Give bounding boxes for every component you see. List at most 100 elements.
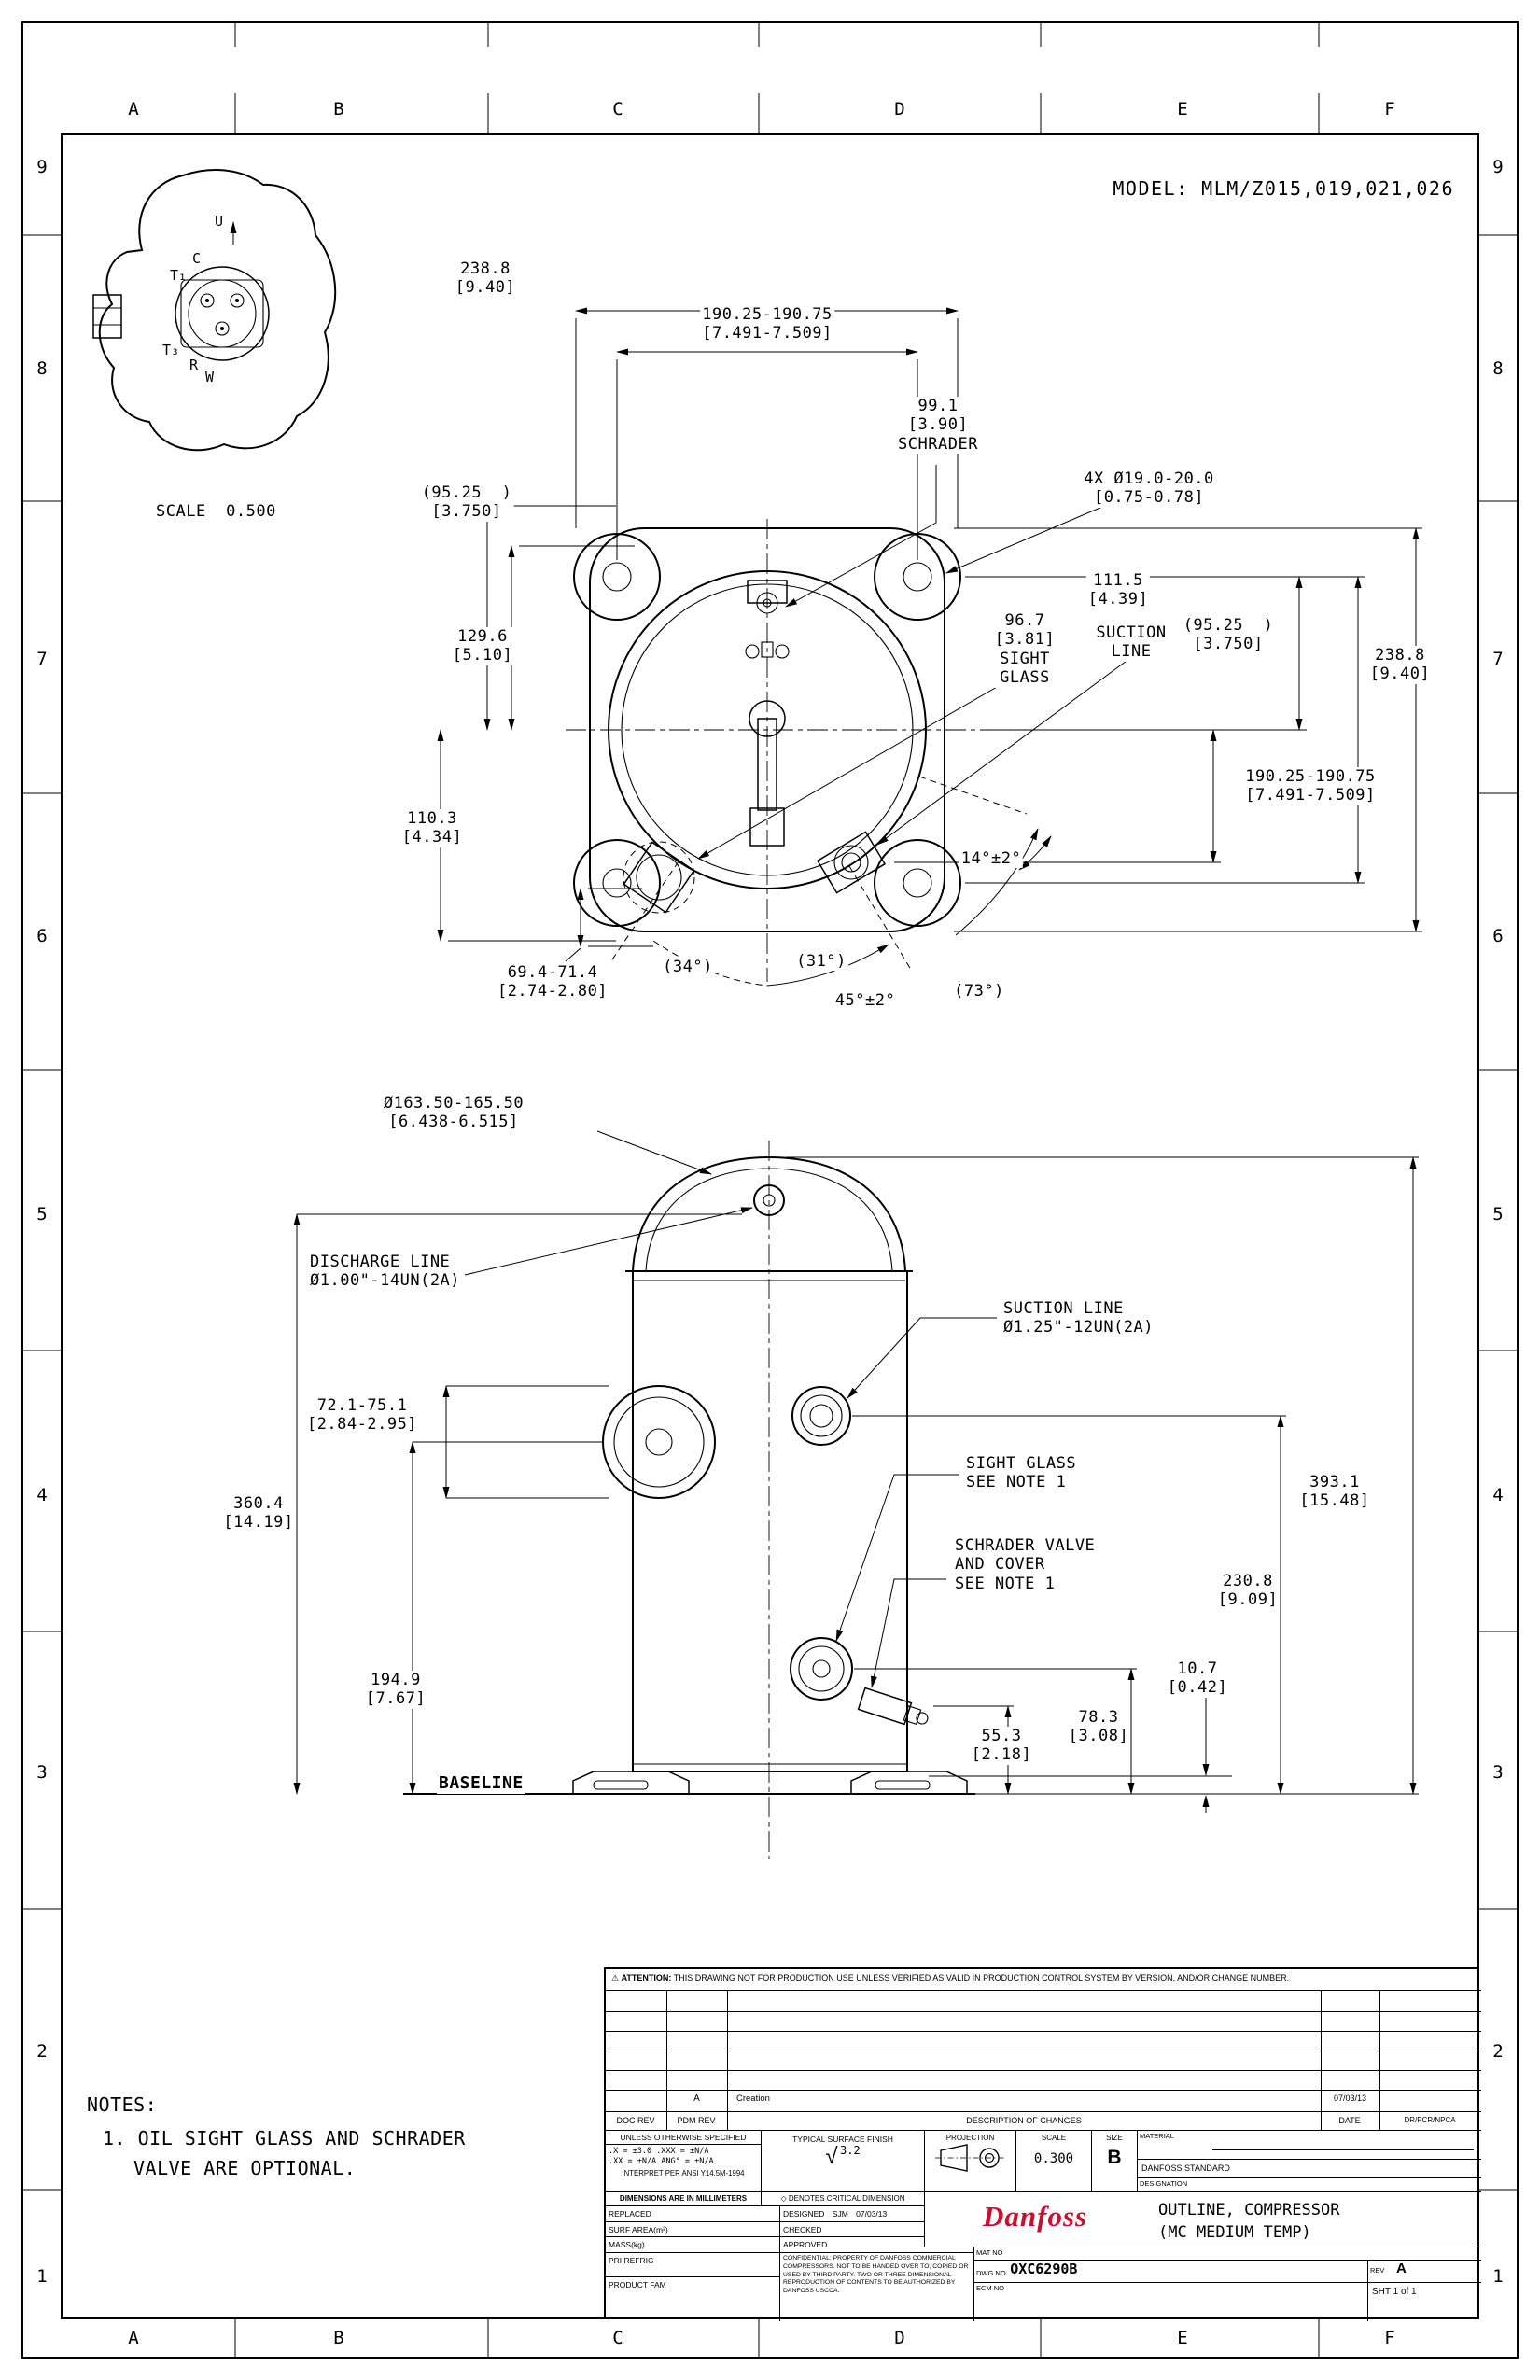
ecm-no-cell: ECM NO bbox=[973, 2282, 1367, 2321]
replaced-cell: REPLACED bbox=[606, 2205, 779, 2221]
critical-dimension-icon: ◇ bbox=[780, 2194, 787, 2203]
revision-letter: A bbox=[693, 2093, 700, 2104]
grid-row-label: 8 bbox=[36, 358, 48, 379]
grid-col-label: D bbox=[894, 99, 905, 119]
dim-angle-73: (73°) bbox=[952, 982, 1006, 1001]
grid-col-label: D bbox=[894, 2328, 905, 2348]
confidential-cell: CONFIDENTIAL: PROPERTY OF DANFOSS COMMER… bbox=[779, 2252, 973, 2321]
surface-finish-label: TYPICAL SURFACE FINISH bbox=[792, 2135, 893, 2144]
grid-col-label: C bbox=[612, 99, 623, 119]
grid-col-label: A bbox=[128, 2328, 139, 2348]
mat-no-cell: MAT NO bbox=[973, 2247, 1481, 2260]
grid-row-label: 1 bbox=[36, 2266, 48, 2287]
attention-bar: ⚠ ATTENTION: THIS DRAWING NOT FOR PRODUC… bbox=[606, 1969, 1481, 1991]
terminal-label-t3: T₃ bbox=[162, 342, 180, 358]
grid-row-label: 7 bbox=[36, 649, 48, 669]
tolerance-line-2: .XX = ±N/A ANG° = ±N/A bbox=[609, 2157, 714, 2166]
unless-otherwise: UNLESS OTHERWISE SPECIFIED bbox=[606, 2131, 761, 2145]
critical-dimension-cell: ◇ DENOTES CRITICAL DIMENSION bbox=[761, 2191, 924, 2205]
terminal-label-c: C bbox=[192, 250, 202, 267]
surface-finish-value: 3.2 bbox=[840, 2144, 861, 2157]
grid-row-label: 5 bbox=[36, 1204, 48, 1225]
tolerance-line-1: .X = ±3.0 .XXX = ±N/A bbox=[609, 2147, 709, 2156]
dim-angle-45: 45°±2° bbox=[833, 991, 898, 1011]
grid-col-label: C bbox=[612, 2328, 623, 2348]
dim-left-9525: (95.25 )[3.750] bbox=[419, 483, 514, 522]
dimensions-mm-cell: DIMENSIONS ARE IN MILLIMETERS bbox=[606, 2191, 761, 2205]
dim-height-553: 55.3[2.18] bbox=[969, 1727, 1034, 1765]
dim-right-1115: 111.5[4.39] bbox=[1085, 571, 1151, 609]
dim-mounting-holes: 4X Ø19.0-20.0[0.75-0.78] bbox=[1082, 469, 1216, 508]
grid-row-label: 6 bbox=[36, 926, 48, 946]
divider bbox=[606, 2090, 1481, 2091]
model-title: MODEL: MLM/Z015,019,021,026 bbox=[1113, 177, 1454, 200]
attention-label: ATTENTION: bbox=[621, 1973, 672, 1982]
projection-cell: PROJECTION bbox=[924, 2131, 1015, 2191]
grid-col-label: A bbox=[128, 99, 139, 119]
terminal-label-t1: T₁ bbox=[170, 267, 188, 284]
top-view-drawing bbox=[437, 307, 1422, 987]
doc-rev-header: DOC REV bbox=[616, 2116, 655, 2125]
dim-angle-14: 14°±2° bbox=[959, 849, 1024, 869]
dim-right-9525: (95.25 )[3.750] bbox=[1181, 616, 1276, 654]
checked-cell: CHECKED bbox=[779, 2221, 924, 2236]
grid-row-label: 9 bbox=[36, 157, 48, 177]
grid-col-label: F bbox=[1384, 99, 1395, 119]
projection-symbol-icon bbox=[934, 2144, 1006, 2172]
size-label: SIZE bbox=[1106, 2134, 1123, 2142]
notes-title: NOTES: bbox=[87, 2093, 158, 2116]
grid-row-label: 4 bbox=[36, 1485, 48, 1505]
dim-port-721: 72.1-75.1[2.84-2.95] bbox=[304, 1396, 420, 1435]
designed-cell: DESIGNED SJM 07/03/13 bbox=[779, 2205, 924, 2221]
grid-row-label: 4 bbox=[1492, 1485, 1504, 1505]
dim-angle-31: (31°) bbox=[794, 952, 848, 972]
designed-date: 07/03/13 bbox=[856, 2209, 888, 2219]
dim-bottom-694: 69.4-71.4[2.74-2.80] bbox=[495, 963, 610, 1001]
danfoss-standard-cell: DANFOSS STANDARD bbox=[1137, 2159, 1481, 2177]
dim-schrader-offset: 99.1[3.90]SCHRADER bbox=[896, 397, 980, 455]
terminal-label-u: U bbox=[215, 213, 224, 230]
detail-view-drawing bbox=[92, 169, 337, 452]
description-header: DESCRIPTION OF CHANGES bbox=[966, 2116, 1082, 2125]
interpret-note: INTERPRET PER ANSI Y14.5M-1994 bbox=[622, 2169, 745, 2177]
pri-refrig-cell: PRI REFRIG bbox=[606, 2252, 779, 2276]
dim-left-1103: 110.3[4.34] bbox=[399, 809, 465, 847]
designed-by: SJM bbox=[832, 2209, 848, 2219]
grid-row-label: 1 bbox=[1492, 2266, 1504, 2287]
dwg-no-value: OXC6290B bbox=[1010, 2261, 1078, 2277]
dim-top-lugspan: 190.25-190.75[7.491-7.509] bbox=[700, 305, 834, 343]
notes-line-1: 1. OIL SIGHT GLASS AND SCHRADER bbox=[103, 2127, 466, 2149]
dwg-no-label: DWG NO bbox=[976, 2269, 1006, 2277]
projection-label: PROJECTION bbox=[945, 2134, 995, 2142]
attention-text: THIS DRAWING NOT FOR PRODUCTION USE UNLE… bbox=[673, 1973, 1290, 1982]
notes-line-2: VALVE ARE OPTIONAL. bbox=[133, 2157, 357, 2179]
dwg-no-cell: DWG NO OXC6290B bbox=[973, 2260, 1367, 2282]
dim-left-1296: 129.6[5.10] bbox=[450, 627, 515, 665]
grid-col-label: B bbox=[333, 99, 344, 119]
title-block-lower: UNLESS OTHERWISE SPECIFIED .X = ±3.0 .XX… bbox=[606, 2130, 1481, 2321]
frame-ticks bbox=[21, 21, 1519, 2359]
tolerance-cell: UNLESS OTHERWISE SPECIFIED .X = ±3.0 .XX… bbox=[606, 2131, 761, 2191]
revision-header-row: DOC REV PDM REV DESCRIPTION OF CHANGES D… bbox=[606, 2111, 1481, 2130]
divider bbox=[606, 2011, 1481, 2012]
rev-cell: REV A bbox=[1367, 2260, 1481, 2282]
scale-value: 0.300 bbox=[1033, 2151, 1074, 2166]
divider bbox=[666, 1991, 667, 2130]
designation-label: DESIGNATION bbox=[1140, 2179, 1188, 2188]
side-view-drawing bbox=[293, 1130, 1419, 1859]
terminal-label-r: R bbox=[189, 357, 199, 373]
pdm-rev-header: PDM REV bbox=[677, 2116, 716, 2125]
label-baseline: BASELINE bbox=[437, 1773, 525, 1794]
dim-height-2308: 230.8[9.09] bbox=[1215, 1572, 1281, 1610]
mat-no-label: MAT NO bbox=[976, 2248, 1003, 2257]
surf-area-cell: SURF AREA(m²) bbox=[606, 2221, 779, 2236]
dr-pcr-header: DR/PCR/NPCA bbox=[1404, 2116, 1456, 2124]
scale-label: SCALE bbox=[1041, 2134, 1067, 2142]
divider bbox=[1379, 1991, 1380, 2130]
material-label: MATERIAL bbox=[1140, 2132, 1174, 2140]
date-header: DATE bbox=[1338, 2116, 1361, 2125]
